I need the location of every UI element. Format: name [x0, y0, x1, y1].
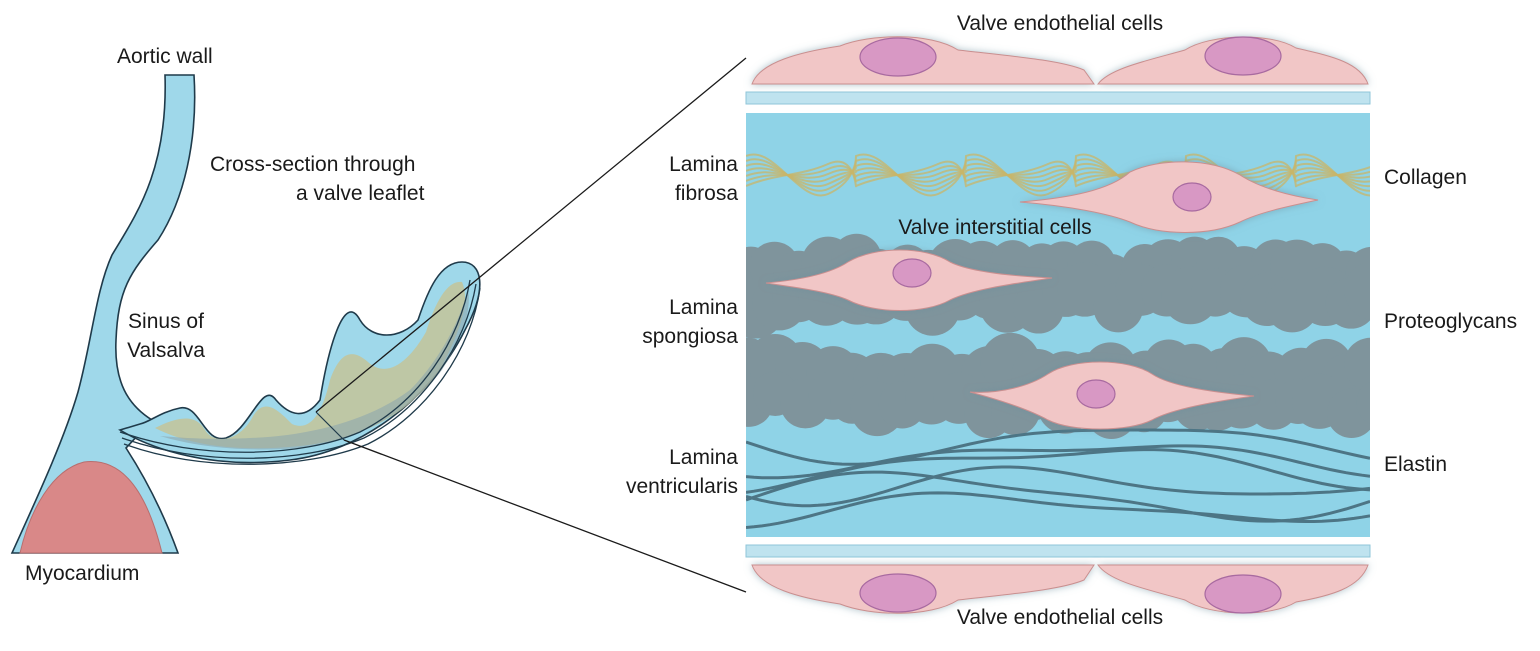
- elastin-fibers: [746, 428, 1370, 529]
- elastin-fiber: [746, 465, 1370, 508]
- nucleus: [1172, 182, 1212, 212]
- label-sinus-line1: Sinus of: [128, 310, 204, 333]
- endothelial-layer-top: [745, 36, 1371, 105]
- proteoglycan-blob: [1344, 261, 1370, 320]
- label-myocardium: Myocardium: [25, 562, 140, 585]
- interstitial-cell: [1019, 161, 1319, 233]
- label-fibrosa-line1: Lamina: [669, 153, 738, 176]
- aortic-root-section: [10, 74, 481, 554]
- label-ventricularis-line1: Lamina: [669, 446, 738, 469]
- interstitial-cell: [969, 361, 1255, 430]
- label-sinus-line2: Valsalva: [127, 339, 205, 362]
- basement-membrane-top: [745, 91, 1371, 105]
- proteoglycan-blob: [1356, 381, 1370, 424]
- zoom-line-top: [315, 57, 747, 413]
- label-spongiosa-line1: Lamina: [669, 296, 738, 319]
- leaflet-spongiosa-band: [160, 290, 469, 450]
- nucleus: [892, 258, 932, 288]
- nucleus: [1204, 574, 1282, 614]
- magnified-leaflet-panel: [745, 36, 1371, 614]
- nucleus: [1076, 379, 1116, 409]
- label-fibrosa-line2: fibrosa: [674, 182, 738, 205]
- label-aortic-wall: Aortic wall: [117, 45, 213, 68]
- elastin-fiber: [746, 428, 1370, 466]
- collagen-fiber: [746, 168, 1370, 179]
- nucleus: [859, 573, 937, 613]
- label-collagen: Collagen: [1384, 166, 1467, 189]
- label-cross-section-line2: a valve leaflet: [296, 182, 425, 205]
- proteoglycan-blob: [1343, 337, 1370, 392]
- label-endothelial-top: Valve endothelial cells: [956, 12, 1164, 35]
- elastin-fiber: [746, 491, 1370, 529]
- section-marker: [315, 411, 345, 441]
- label-elastin: Elastin: [1384, 453, 1448, 476]
- collagen-fiber: [746, 162, 1370, 188]
- interstitial-cell: [765, 249, 1053, 311]
- label-interstitial-cells: Valve interstitial cells: [898, 216, 1092, 239]
- basement-membrane-bottom: [745, 544, 1371, 558]
- zoom-line-bottom: [343, 439, 747, 593]
- collagen-fiber: [746, 160, 1370, 188]
- collagen-fiber: [746, 153, 1370, 197]
- collagen-fibers: [746, 153, 1370, 197]
- label-ventricularis-line2: ventricularis: [625, 475, 738, 498]
- collagen-fiber: [746, 158, 1370, 192]
- label-endothelial-bottom: Valve endothelial cells: [956, 606, 1164, 629]
- endothelial-layer-bottom: [745, 544, 1371, 614]
- aortic-wall-shape: [10, 74, 196, 554]
- elastin-fiber: [746, 448, 1370, 494]
- label-spongiosa-line2: spongiosa: [642, 325, 738, 348]
- label-cross-section-line1: Cross-section through: [210, 153, 416, 176]
- leaflet-layer-lines: [119, 279, 481, 465]
- myocardium-shape: [19, 461, 163, 554]
- collagen-fiber: [746, 167, 1370, 183]
- nucleus: [859, 37, 937, 77]
- label-proteoglycans: Proteoglycans: [1384, 310, 1518, 333]
- nucleus: [1204, 36, 1282, 76]
